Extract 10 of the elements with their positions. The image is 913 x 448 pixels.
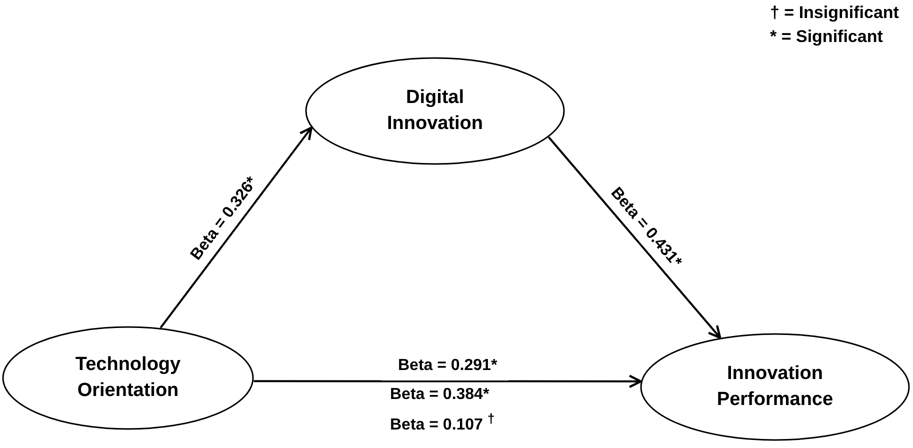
construct-name: Digital Innovation [386, 86, 484, 136]
arrow [548, 136, 722, 339]
arrow [160, 126, 312, 328]
construct-name: Innovation Performance [716, 362, 834, 412]
significance-key: † = Insignificant [770, 3, 899, 23]
significance-key: * = Significant [770, 27, 883, 47]
coefficient-label: Beta = 0.384* [390, 386, 490, 404]
construct-name: Technology Orientation [74, 353, 182, 403]
arrow [254, 374, 642, 388]
coefficient-label: Beta = 0.107 $^{†}$ [390, 411, 495, 434]
